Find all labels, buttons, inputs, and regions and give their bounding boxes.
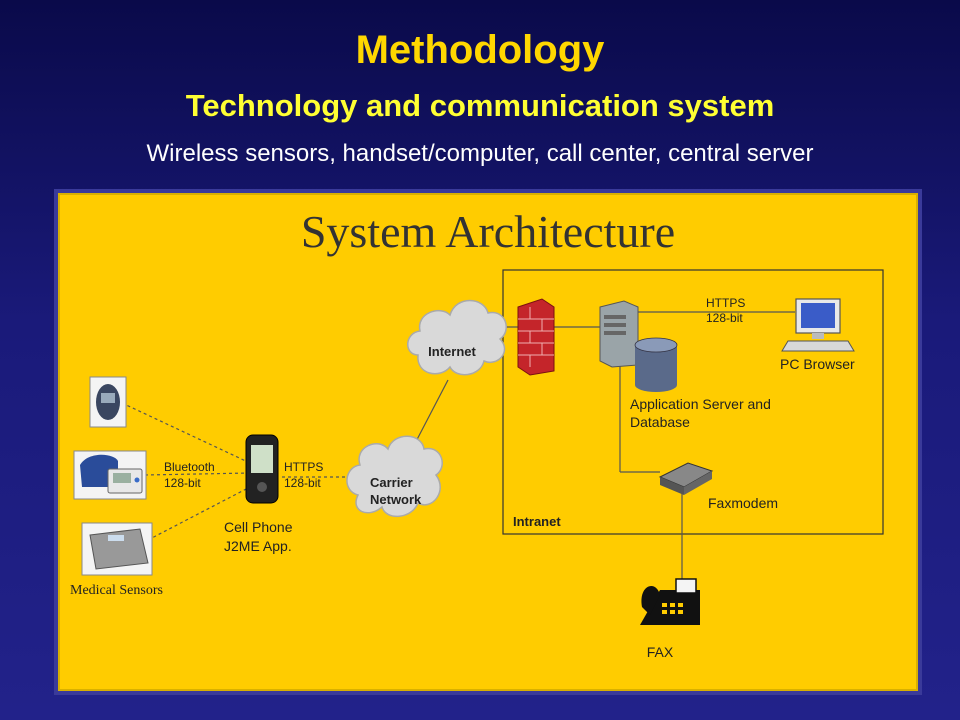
cell-phone-label-line1: Cell Phone (224, 519, 293, 535)
medical-sensors-label: Medical Sensors (70, 583, 163, 598)
carrier-label-line1: Carrier (370, 475, 413, 490)
fax-icon (640, 578, 700, 625)
https-pc-label-line2: 128-bit (706, 311, 743, 325)
cell-phone-icon (245, 434, 279, 504)
intranet-box (502, 269, 884, 535)
connections (121, 311, 795, 585)
slide-subline: Wireless sensors, handset/computer, call… (146, 140, 814, 167)
intranet-label: Intranet (513, 514, 561, 529)
scale-sensor-icon (81, 522, 153, 576)
architecture-diagram: System Architecture Intranet Internet C (70, 206, 884, 660)
diagram-title: System Architecture (301, 206, 675, 257)
watch-sensor-icon (89, 376, 127, 428)
internet-cloud: Internet (407, 299, 507, 376)
firewall-icon (517, 298, 555, 376)
cell-phone-label-line2: J2ME App. (224, 538, 292, 554)
slide-subtitle: Technology and communication system (185, 88, 775, 123)
slide-title: Methodology (355, 28, 605, 72)
faxmodem-icon (658, 462, 714, 495)
link-sensor-scale (147, 486, 251, 541)
database-icon (634, 337, 678, 392)
pc-browser-label: PC Browser (780, 356, 855, 372)
server-icon (599, 300, 639, 368)
blood-pressure-sensor-icon (73, 450, 147, 500)
internet-label: Internet (428, 344, 476, 359)
architecture-panel: System Architecture Intranet Internet C (58, 193, 918, 691)
bluetooth-label-line1: Bluetooth (164, 460, 215, 474)
carrier-label-line2: Network (370, 492, 422, 507)
fax-label: FAX (647, 644, 674, 660)
https-phone-label-line1: HTTPS (284, 460, 323, 474)
carrier-network-cloud: Carrier Network (346, 435, 443, 517)
app-server-label-line2: Database (630, 414, 690, 430)
app-server-label-line1: Application Server and (630, 396, 771, 412)
https-pc-label-line1: HTTPS (706, 296, 745, 310)
https-phone-label-line2: 128-bit (284, 476, 321, 490)
pc-browser-icon (781, 298, 855, 352)
faxmodem-label: Faxmodem (708, 495, 778, 511)
bluetooth-label-line2: 128-bit (164, 476, 201, 490)
